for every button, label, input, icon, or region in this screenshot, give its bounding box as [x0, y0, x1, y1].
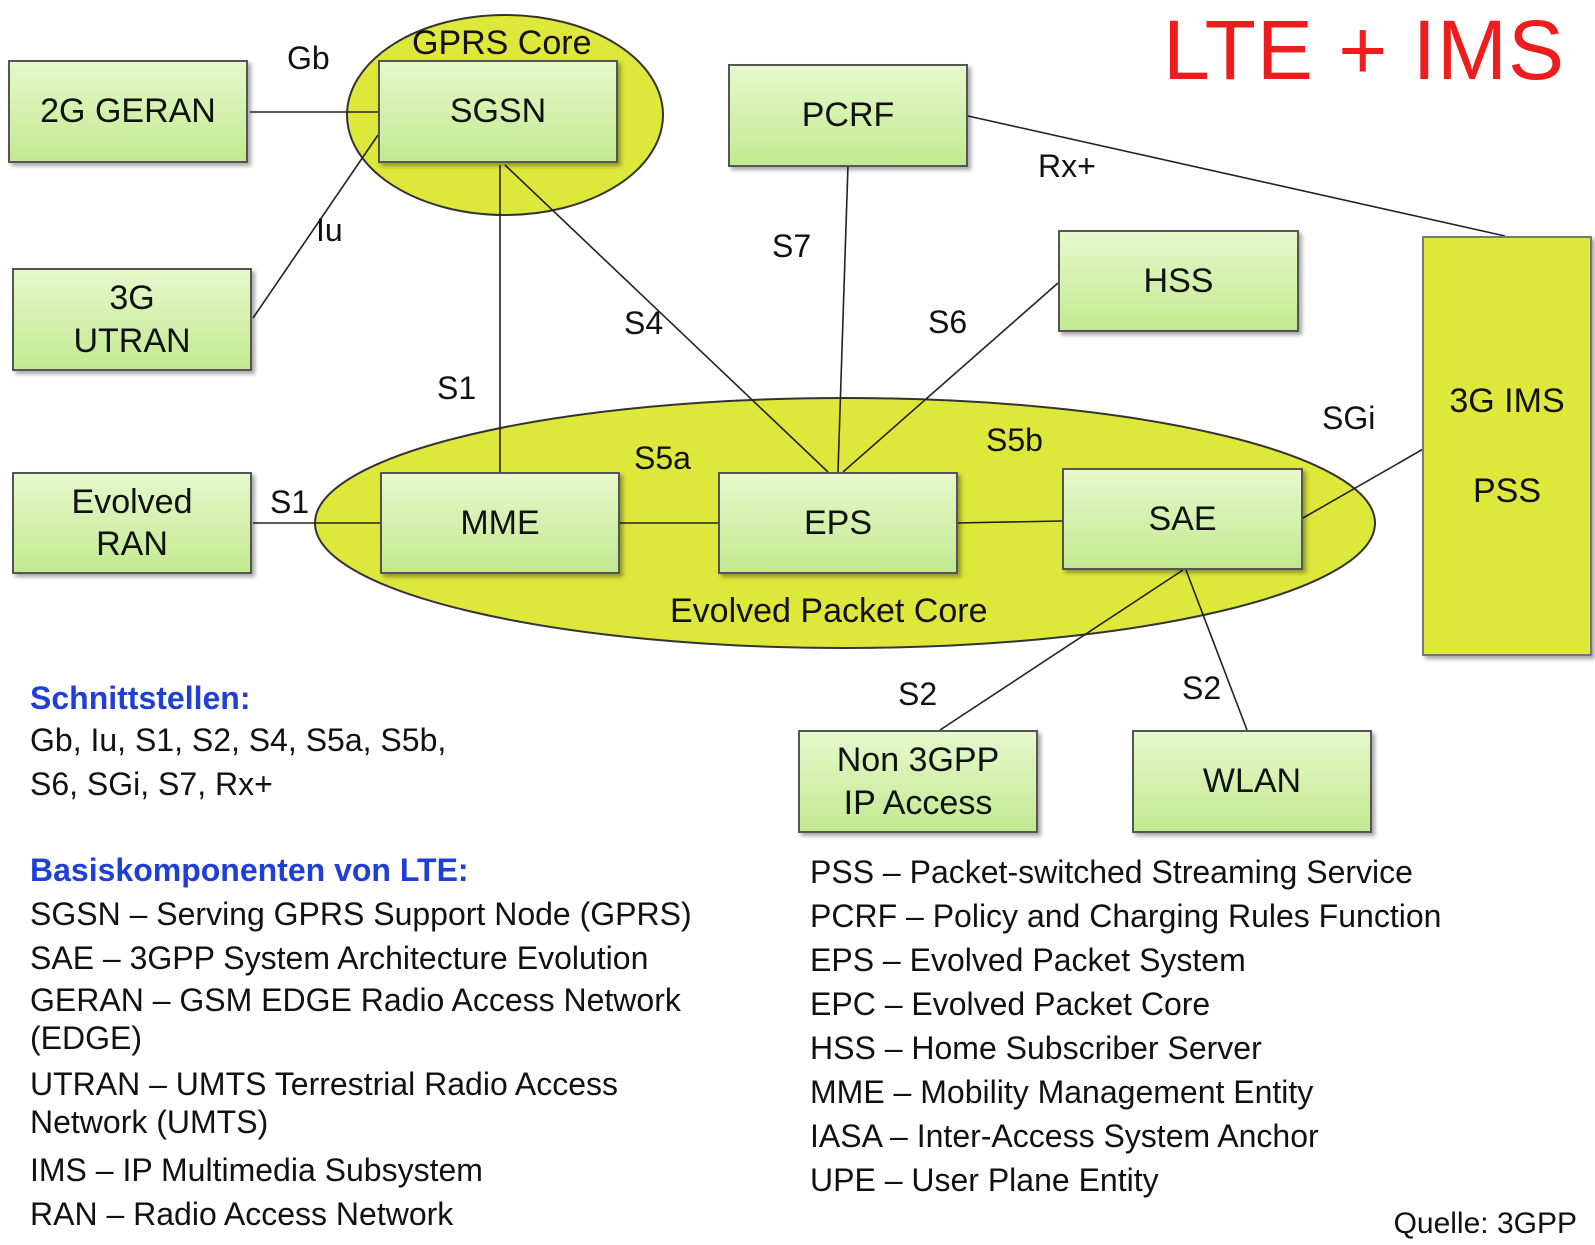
ims-label: 3G IMS [1449, 381, 1565, 420]
link-pcrf-ims [967, 115, 1506, 237]
interfaces-list-line-1: Gb, Iu, S1, S2, S4, S5a, S5b, [30, 722, 447, 758]
components-list-left: SGSN – Serving GPRS Support Node (GPRS) … [30, 892, 692, 1236]
evolved-packet-core-label: Evolved Packet Core [670, 592, 988, 630]
components-heading: Basiskomponenten von LTE: [30, 852, 469, 888]
iface-s7: S7 [772, 228, 812, 264]
legend-item: UPE – User Plane Entity [810, 1162, 1159, 1198]
node-hss: HSS [1058, 230, 1299, 332]
iface-rx: Rx+ [1038, 148, 1096, 184]
node-3g-ims-pss: 3G IMS PSS [1422, 236, 1592, 656]
node-3g-utran: 3G UTRAN [12, 268, 252, 371]
node-non-3gpp-ip-access: Non 3GPP IP Access [798, 730, 1038, 833]
iface-s2-non3gpp: S2 [898, 676, 938, 712]
node-pcrf: PCRF [728, 64, 968, 167]
node-2g-geran: 2G GERAN [8, 60, 248, 163]
legend-item: IMS – IP Multimedia Subsystem [30, 1152, 483, 1188]
link-sae-non3gpp [939, 569, 1184, 731]
iface-s2-wlan: S2 [1182, 670, 1222, 706]
iface-s1-ran: S1 [270, 484, 310, 520]
legend-item: HSS – Home Subscriber Server [810, 1030, 1262, 1066]
link-sgsn-eps [504, 164, 829, 473]
legend-item: PSS – Packet-switched Streaming Service [810, 854, 1413, 890]
iface-sgi: SGi [1322, 400, 1376, 436]
node-mme: MME [380, 472, 620, 574]
node-sae: SAE [1062, 468, 1303, 570]
iface-s4: S4 [624, 305, 664, 341]
page-title: LTE + IMS [1163, 3, 1565, 97]
link-hss-eps [842, 282, 1059, 473]
node-eps: EPS [718, 472, 958, 574]
link-utran-sgsn [252, 134, 379, 319]
iface-gb: Gb [287, 40, 330, 76]
legend-item: UTRAN – UMTS Terrestrial Radio Access [30, 1066, 618, 1102]
legend-item: EPC – Evolved Packet Core [810, 986, 1211, 1022]
gprs-core-label: GPRS Core [412, 24, 592, 62]
legend-item: EPS – Evolved Packet System [810, 942, 1246, 978]
source-credit: Quelle: 3GPP [1393, 1207, 1577, 1240]
node-wlan: WLAN [1132, 730, 1372, 833]
pss-label: PSS [1472, 472, 1542, 510]
legend-item: RAN – Radio Access Network [30, 1196, 454, 1232]
iface-s5a: S5a [634, 440, 691, 476]
link-eps-sae [955, 520, 1063, 524]
node-sgsn: SGSN [378, 60, 618, 163]
components-list-right: PSS – Packet-switched Streaming Service … [810, 850, 1441, 1202]
iface-s6: S6 [928, 304, 968, 340]
legend-item: MME – Mobility Management Entity [810, 1074, 1314, 1110]
legend-item: IASA – Inter-Access System Anchor [810, 1118, 1319, 1154]
legend-item: GERAN – GSM EDGE Radio Access Network [30, 982, 681, 1018]
link-sae-wlan [1185, 569, 1248, 731]
legend-item: SAE – 3GPP System Architecture Evolution [30, 940, 649, 976]
link-pcrf-eps [837, 164, 849, 473]
iface-iu: Iu [316, 212, 343, 248]
interfaces-list-line-2: S6, SGi, S7, Rx+ [30, 766, 273, 802]
iface-s1-sgsn: S1 [437, 370, 477, 406]
legend-item: PCRF – Policy and Charging Rules Functio… [810, 898, 1442, 934]
iface-s5b: S5b [986, 422, 1043, 458]
link-sae-ims [1302, 447, 1426, 519]
interfaces-heading: Schnittstellen: [30, 680, 251, 716]
legend-item: (EDGE) [30, 1020, 142, 1056]
legend-item: SGSN – Serving GPRS Support Node (GPRS) [30, 896, 692, 932]
node-evolved-ran: Evolved RAN [12, 472, 252, 574]
legend-item: Network (UMTS) [30, 1104, 269, 1140]
